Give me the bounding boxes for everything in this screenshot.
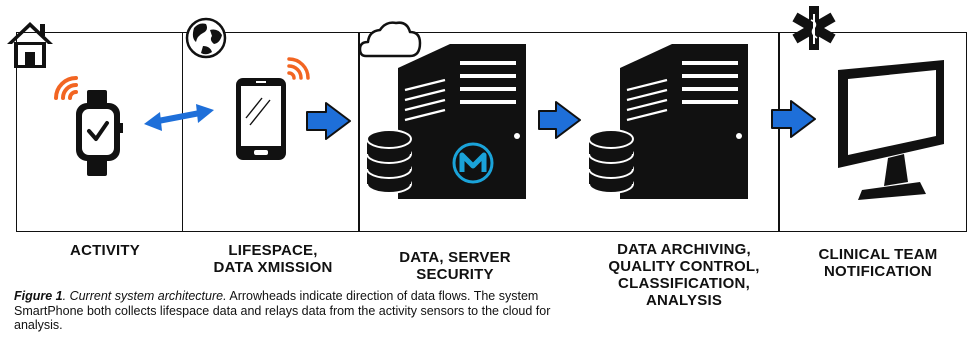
figure-caption-body: Arrowheads indicate direction of data fl… xyxy=(14,289,551,332)
star-of-life-icon xyxy=(792,6,836,50)
figure-subtitle: Current system architecture. xyxy=(69,289,227,303)
figure-number: Figure 1 xyxy=(14,289,63,303)
stage-label-archiving: DATA ARCHIVING, QUALITY CONTROL, CLASSIF… xyxy=(608,241,760,309)
monitor-icon xyxy=(838,60,944,200)
figure-caption: Figure 1. Current system architecture. A… xyxy=(14,289,592,333)
database-icon xyxy=(366,129,412,194)
cloud-icon xyxy=(358,21,422,58)
signal-icon-phone xyxy=(287,57,310,80)
stage-label-lifespace: LIFESPACE, DATA XMISSION xyxy=(213,242,333,276)
figure-subtitle-prefix: . xyxy=(62,289,70,303)
bidirectional-arrow xyxy=(144,104,214,131)
server-tower-icon-2 xyxy=(620,44,748,199)
stage-label-activity: ACTIVITY xyxy=(70,242,140,259)
flow-arrow-3 xyxy=(771,100,816,138)
mulesoft-logo-icon xyxy=(452,142,494,184)
database-icon-2 xyxy=(588,129,634,194)
signal-icon-watch xyxy=(54,76,78,100)
flow-arrow-1 xyxy=(306,102,351,140)
globe-icon xyxy=(185,17,227,59)
flow-arrow-2 xyxy=(538,101,581,139)
smartphone-icon xyxy=(236,78,286,160)
home-icon xyxy=(7,22,53,68)
stage-label-server: DATA, SERVER SECURITY xyxy=(399,249,511,283)
smartwatch-icon xyxy=(76,90,123,176)
stage-label-clinical: CLINICAL TEAM NOTIFICATION xyxy=(818,246,938,280)
